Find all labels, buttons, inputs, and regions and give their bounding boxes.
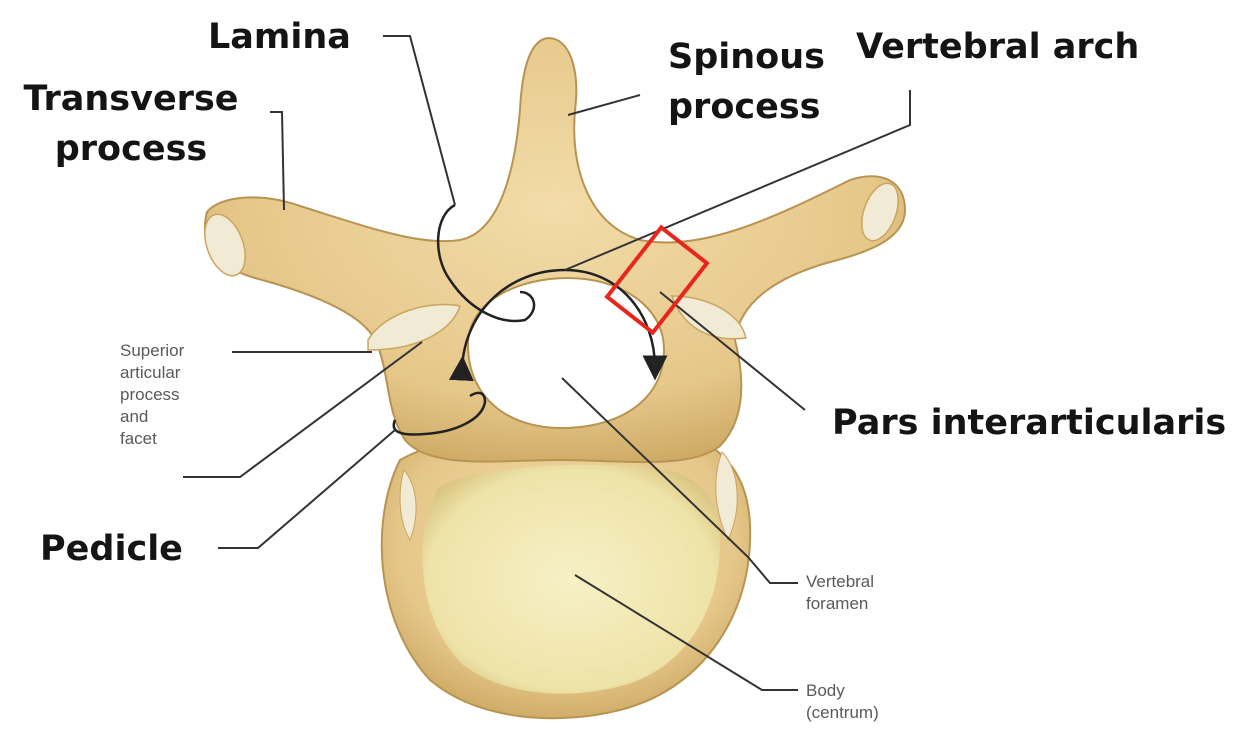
spinous-leader: [568, 95, 640, 115]
lamina-leader: [383, 36, 455, 205]
label-spinous-process: Spinous process: [668, 32, 825, 132]
label-body-line-2: (centrum): [806, 702, 879, 724]
vertebral-foramen-opening: [468, 278, 664, 428]
label-pars-interarticularis: Pars interarticularis: [832, 398, 1226, 448]
label-superior-line-5: facet: [120, 428, 184, 450]
label-superior-line-4: and: [120, 406, 184, 428]
pedicle-leader: [218, 430, 395, 548]
label-foramen-line-1: Vertebral: [806, 571, 874, 593]
label-transverse-process: Transverse process: [16, 74, 246, 174]
label-transverse-line-1: Transverse: [16, 74, 246, 124]
label-foramen-line-2: foramen: [806, 593, 874, 615]
label-superior-line-3: process: [120, 384, 184, 406]
label-body-line-1: Body: [806, 680, 879, 702]
label-pedicle: Pedicle: [40, 524, 183, 574]
label-vertebral-foramen: Vertebral foramen: [806, 571, 874, 615]
label-superior-line-2: articular: [120, 362, 184, 384]
vertebra-bone: [197, 38, 905, 718]
label-spinous-line-1: Spinous: [668, 32, 825, 82]
label-superior-articular: Superior articular process and facet: [120, 340, 184, 450]
label-spinous-line-2: process: [668, 82, 825, 132]
label-transverse-line-2: process: [16, 124, 246, 174]
label-superior-line-1: Superior: [120, 340, 184, 362]
label-vertebral-arch: Vertebral arch: [856, 22, 1139, 72]
label-lamina: Lamina: [208, 12, 351, 62]
transverse-leader: [270, 112, 284, 210]
label-body-centrum: Body (centrum): [806, 680, 879, 724]
